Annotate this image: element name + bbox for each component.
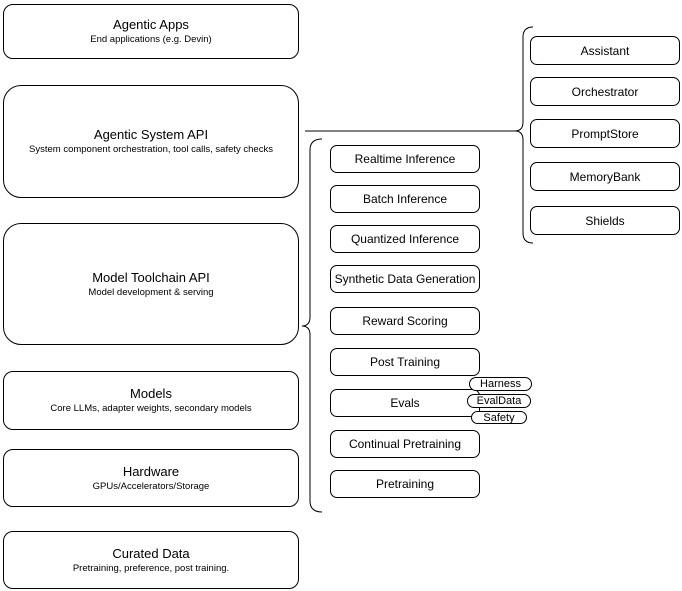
node-models: Models Core LLMs, adapter weights, secon… — [3, 371, 299, 430]
node-title: Model Toolchain API — [92, 269, 210, 285]
node-synthetic-data-generation: Synthetic Data Generation — [330, 265, 480, 293]
node-hardware: Hardware GPUs/Accelerators/Storage — [3, 449, 299, 507]
node-memorybank: MemoryBank — [530, 162, 680, 191]
node-evals: Evals — [330, 389, 480, 417]
node-title: Curated Data — [112, 545, 190, 561]
node-agentic-apps: Agentic Apps End applications (e.g. Devi… — [3, 4, 299, 59]
tag-evaldata: EvalData — [467, 394, 531, 408]
tag-harness: Harness — [469, 377, 532, 391]
node-subtitle: System component orchestration, tool cal… — [29, 144, 273, 155]
node-curated-data: Curated Data Pretraining, preference, po… — [3, 531, 299, 589]
node-subtitle: Pretraining, preference, post training. — [72, 562, 230, 574]
node-pretraining: Pretraining — [330, 470, 480, 498]
tag-label: EvalData — [476, 395, 522, 407]
node-label: Orchestrator — [571, 84, 639, 99]
node-subtitle: End applications (e.g. Devin) — [90, 34, 212, 45]
node-shields: Shields — [530, 206, 680, 235]
node-agentic-system-api: Agentic System API System component orch… — [3, 85, 299, 198]
node-subtitle: Core LLMs, adapter weights, secondary mo… — [50, 403, 252, 414]
node-subtitle: GPUs/Accelerators/Storage — [92, 480, 210, 492]
node-model-toolchain-api: Model Toolchain API Model development & … — [3, 223, 299, 345]
node-label: Realtime Inference — [354, 152, 456, 166]
node-label: PromptStore — [571, 126, 639, 141]
node-orchestrator: Orchestrator — [530, 77, 680, 106]
node-label: Evals — [390, 396, 420, 410]
node-reward-scoring: Reward Scoring — [330, 307, 480, 335]
node-assistant: Assistant — [530, 36, 680, 65]
node-label: Reward Scoring — [362, 314, 448, 328]
node-title: Hardware — [122, 463, 180, 479]
node-post-training: Post Training — [330, 348, 480, 376]
node-batch-inference: Batch Inference — [330, 185, 480, 213]
node-label: Synthetic Data Generation — [334, 272, 476, 286]
node-label: Pretraining — [375, 477, 435, 491]
node-title: Models — [130, 386, 172, 401]
node-realtime-inference: Realtime Inference — [330, 145, 480, 173]
node-label: MemoryBank — [569, 169, 641, 184]
node-label: Continual Pretraining — [348, 437, 462, 451]
node-label: Batch Inference — [362, 192, 448, 206]
tag-label: Harness — [480, 378, 521, 390]
node-label: Shields — [585, 213, 625, 228]
node-label: Post Training — [369, 355, 441, 369]
node-title: Agentic Apps — [113, 17, 189, 32]
node-promptstore: PromptStore — [530, 119, 680, 148]
toolchain-stack-brace — [301, 138, 323, 513]
node-label: Quantized Inference — [350, 232, 460, 246]
node-label: Assistant — [580, 43, 630, 58]
tag-label: Safety — [483, 411, 515, 424]
node-title: Agentic System API — [93, 127, 209, 142]
tag-safety: Safety — [471, 411, 527, 424]
node-subtitle: Model development & serving — [88, 286, 214, 298]
node-continual-pretraining: Continual Pretraining — [330, 430, 480, 458]
node-quantized-inference: Quantized Inference — [330, 225, 480, 253]
